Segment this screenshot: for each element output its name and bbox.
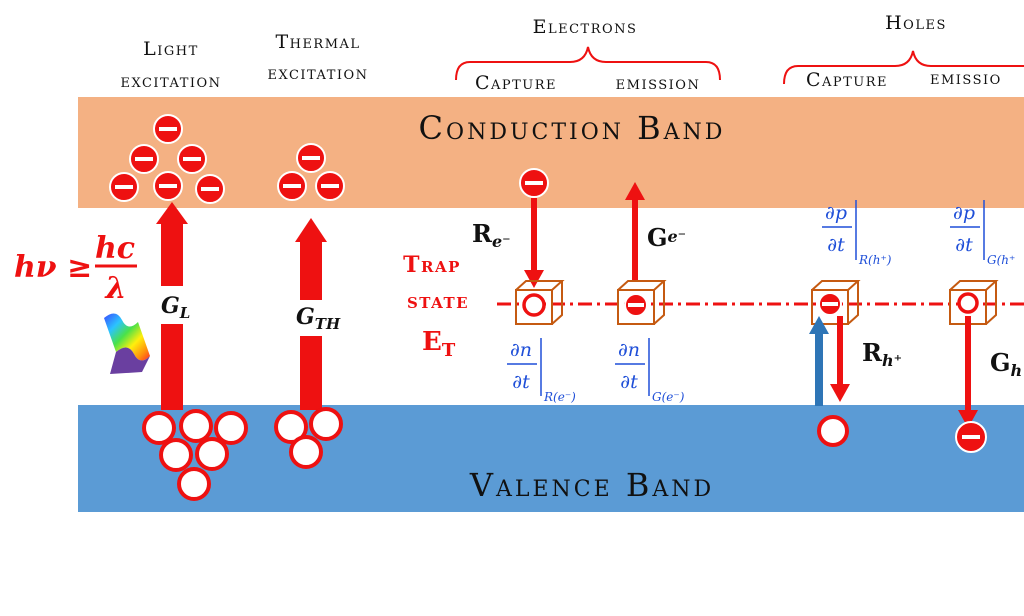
hole-icon bbox=[214, 411, 248, 445]
valence-band-label: Valence Band bbox=[469, 466, 714, 504]
hole-capture-blue-arrow bbox=[809, 316, 829, 406]
electron-icon bbox=[315, 171, 345, 201]
derivative-subscript: G(h⁺ bbox=[987, 253, 1015, 267]
rate-ge-label: Ge⁻ bbox=[647, 223, 686, 252]
electron-group-thermal bbox=[277, 143, 345, 201]
electron-icon bbox=[955, 421, 987, 453]
derivative-subscript: R(h⁺) bbox=[858, 253, 892, 267]
holes-bracket bbox=[783, 50, 1024, 85]
photon-energy-numerator: hc bbox=[95, 231, 135, 266]
thermal-generation-arrow bbox=[295, 218, 327, 410]
derivative-denominator: ∂t bbox=[955, 234, 973, 256]
rate-gl-label: GL bbox=[161, 293, 190, 322]
photon-energy-denominator: λ bbox=[103, 271, 126, 306]
rate-rh-label: Rh⁺ bbox=[862, 338, 902, 370]
derivative-numerator: ∂p bbox=[953, 202, 975, 224]
header-holes-emission: emissio bbox=[930, 67, 1002, 89]
light-generation-arrow bbox=[156, 202, 188, 410]
electron-icon bbox=[624, 293, 648, 317]
hole-icon bbox=[195, 437, 229, 471]
header-electrons-capture: Capture bbox=[475, 72, 557, 94]
derivative-denominator: ∂t bbox=[512, 371, 530, 393]
hole-icon bbox=[957, 292, 979, 314]
header-thermal-line1: Thermal bbox=[275, 31, 360, 53]
electron-icon bbox=[129, 144, 159, 174]
trap-energy-label: ET bbox=[422, 327, 456, 361]
hole-capture-arrow bbox=[830, 316, 850, 402]
header-electrons-emission: emission bbox=[616, 72, 701, 94]
trap-cube-icon bbox=[617, 280, 667, 325]
electron-group-light bbox=[109, 114, 225, 204]
electron-icon bbox=[153, 114, 183, 144]
hole-icon bbox=[817, 415, 849, 447]
derivative-numerator: ∂n bbox=[618, 339, 640, 361]
header-light-line2: excitation bbox=[120, 70, 221, 92]
derivative-dn-re: ∂n ∂t R(e⁻) bbox=[507, 338, 576, 404]
electron-icon bbox=[153, 171, 183, 201]
derivative-denominator: ∂t bbox=[827, 234, 845, 256]
rate-gh-label: Gh bbox=[990, 348, 1022, 380]
trap-label-line2: state bbox=[407, 288, 469, 314]
header-light-line1: Light bbox=[143, 38, 199, 60]
photon-energy-lhs: hν ≥ bbox=[14, 250, 92, 285]
electron-icon bbox=[818, 292, 842, 316]
hole-icon bbox=[142, 411, 176, 445]
derivative-numerator: ∂p bbox=[825, 202, 847, 224]
light-wave-icon bbox=[104, 313, 150, 374]
trap-label-line1: Trap bbox=[403, 252, 461, 278]
hole-icon bbox=[179, 409, 213, 443]
hole-group-thermal bbox=[274, 407, 343, 469]
derivative-dp-gh: ∂p ∂t G(h⁺ bbox=[950, 200, 1015, 267]
derivative-numerator: ∂n bbox=[510, 339, 532, 361]
trap-cube-icon bbox=[811, 280, 861, 325]
electron-icon bbox=[109, 172, 139, 202]
electron-capture-arrow bbox=[524, 198, 544, 288]
header-holes: Holes bbox=[885, 12, 947, 34]
electron-icon bbox=[177, 144, 207, 174]
electron-icon bbox=[519, 168, 549, 198]
hole-icon bbox=[289, 435, 323, 469]
rate-re-label: Re⁻ bbox=[472, 219, 511, 251]
derivative-dn-ge: ∂n ∂t G(e⁻) bbox=[615, 338, 685, 404]
electron-icon bbox=[195, 174, 225, 204]
electron-icon bbox=[277, 171, 307, 201]
electron-icon bbox=[296, 143, 326, 173]
header-holes-capture: Capture bbox=[806, 69, 888, 91]
hole-icon bbox=[309, 407, 343, 441]
derivative-denominator: ∂t bbox=[620, 371, 638, 393]
electron-emission-arrow bbox=[625, 182, 645, 282]
electrons-bracket bbox=[455, 46, 721, 81]
header-thermal-line2: excitation bbox=[267, 62, 368, 84]
hole-icon bbox=[159, 438, 193, 472]
hole-group-light bbox=[142, 409, 248, 501]
hole-icon bbox=[274, 410, 308, 444]
derivative-subscript: G(e⁻) bbox=[652, 390, 685, 404]
conduction-band bbox=[78, 97, 1024, 208]
rate-gth-label: GTH bbox=[296, 304, 341, 333]
hole-icon bbox=[177, 467, 211, 501]
derivative-subscript: R(e⁻) bbox=[543, 390, 576, 404]
hole-emission-arrow bbox=[958, 316, 978, 428]
hole-icon bbox=[522, 293, 546, 317]
conduction-band-label: Conduction Band bbox=[419, 109, 726, 147]
derivative-dp-rh: ∂p ∂t R(h⁺) bbox=[822, 200, 892, 267]
header-electrons: Electrons bbox=[533, 16, 638, 38]
trap-cube-icon bbox=[515, 280, 565, 325]
